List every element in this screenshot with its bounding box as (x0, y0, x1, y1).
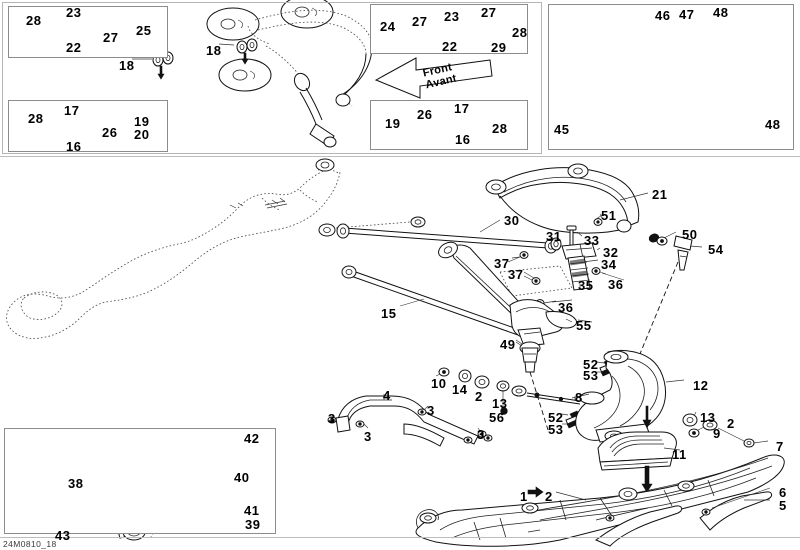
callout-16: 16 (66, 139, 82, 154)
callout-28: 28 (512, 25, 528, 40)
callout-53: 53 (583, 368, 599, 383)
callout-27: 27 (481, 5, 497, 20)
callout-45: 45 (554, 122, 570, 137)
callout-5: 5 (779, 498, 787, 513)
callout-3: 3 (477, 427, 485, 442)
panel-shock-absorber-detail (4, 428, 276, 534)
callout-22: 22 (66, 40, 82, 55)
panel-upper-right-detail (370, 4, 528, 54)
callout-19: 19 (134, 114, 150, 129)
callout-17: 17 (454, 101, 470, 116)
callout-41: 41 (244, 503, 260, 518)
panel-left-group-outline (2, 2, 542, 154)
callout-19: 19 (385, 116, 401, 131)
callout-2: 2 (727, 416, 735, 431)
footer-divider (0, 537, 800, 538)
callout-39: 39 (245, 517, 261, 532)
art-radius-rods (336, 223, 558, 336)
art-main-leaders (399, 192, 649, 399)
art-ski-saddle (597, 405, 681, 493)
callout-18: 18 (119, 58, 135, 73)
callout-20: 20 (134, 127, 150, 142)
callout-47: 47 (679, 7, 695, 22)
panel-lower-right-detail (370, 100, 528, 150)
callout-36: 36 (608, 277, 624, 292)
callout-23: 23 (66, 5, 82, 20)
section-divider (0, 156, 800, 157)
callout-48: 48 (765, 117, 781, 132)
callout-28: 28 (26, 13, 42, 28)
callout-30: 30 (504, 213, 520, 228)
callout-16: 16 (455, 132, 471, 147)
callout-25: 25 (136, 23, 152, 38)
callout-22: 22 (442, 39, 458, 54)
callout-37: 37 (494, 256, 510, 271)
callout-32: 32 (603, 245, 619, 260)
callout-49: 49 (500, 337, 516, 352)
art-tie-rod-end (629, 231, 703, 379)
front-direction-arrow: Front Avant (372, 56, 494, 102)
callout-10: 10 (431, 376, 447, 391)
callout-3: 3 (364, 429, 372, 444)
panel-steering-column-detail (548, 4, 794, 150)
callout-52: 52 (548, 410, 564, 425)
callout-26: 26 (102, 125, 118, 140)
callout-3: 3 (427, 403, 435, 418)
callout-29: 29 (491, 40, 507, 55)
callout-37: 37 (508, 267, 524, 282)
callout-28: 28 (492, 121, 508, 136)
callout-13: 13 (700, 410, 716, 425)
callout-28: 28 (28, 111, 44, 126)
callout-8: 8 (575, 390, 583, 405)
footer-document-code: 24M0810_18 (3, 539, 57, 549)
panel-upper-left-detail (8, 6, 168, 58)
callout-46: 46 (655, 8, 671, 23)
callout-12: 12 (693, 378, 709, 393)
callout-42: 42 (244, 431, 260, 446)
callout-33: 33 (584, 233, 600, 248)
callout-35: 35 (578, 278, 594, 293)
callout-6: 6 (779, 485, 787, 500)
callout-13: 13 (492, 396, 508, 411)
art-ski (415, 454, 785, 547)
callout-31: 31 (546, 229, 562, 244)
callout-27: 27 (103, 30, 119, 45)
callout-52: 52 (583, 357, 599, 372)
callout-43: 43 (55, 528, 71, 543)
callout-50: 50 (682, 227, 698, 242)
callout-2: 2 (545, 489, 553, 504)
callout-56: 56 (489, 410, 505, 425)
callout-18: 18 (206, 43, 222, 58)
callout-3: 3 (328, 411, 336, 426)
callout-21: 21 (652, 187, 668, 202)
callout-34: 34 (601, 257, 617, 272)
art-lower-a-arm (438, 241, 614, 431)
callout-24: 24 (380, 19, 396, 34)
callout-9: 9 (713, 426, 721, 441)
callout-2: 2 (475, 389, 483, 404)
callout-55: 55 (576, 318, 592, 333)
callout-36: 36 (558, 300, 574, 315)
callout-4: 4 (383, 388, 391, 403)
callout-14: 14 (452, 382, 468, 397)
callout-54: 54 (708, 242, 724, 257)
callout-7: 7 (776, 439, 784, 454)
callout-53: 53 (548, 422, 564, 437)
callout-26: 26 (417, 107, 433, 122)
art-frame-ghost (6, 158, 426, 339)
callout-51: 51 (601, 208, 617, 223)
callout-17: 17 (64, 103, 80, 118)
callout-48: 48 (713, 5, 729, 20)
callout-23: 23 (444, 9, 460, 24)
panel-lower-left-detail (8, 100, 168, 152)
callout-11: 11 (672, 447, 687, 462)
callout-15: 15 (381, 306, 397, 321)
callout-27: 27 (412, 14, 428, 29)
callout-1: 1 (520, 489, 528, 504)
callout-40: 40 (234, 470, 250, 485)
callout-38: 38 (68, 476, 84, 491)
art-sway-bar (327, 394, 487, 445)
